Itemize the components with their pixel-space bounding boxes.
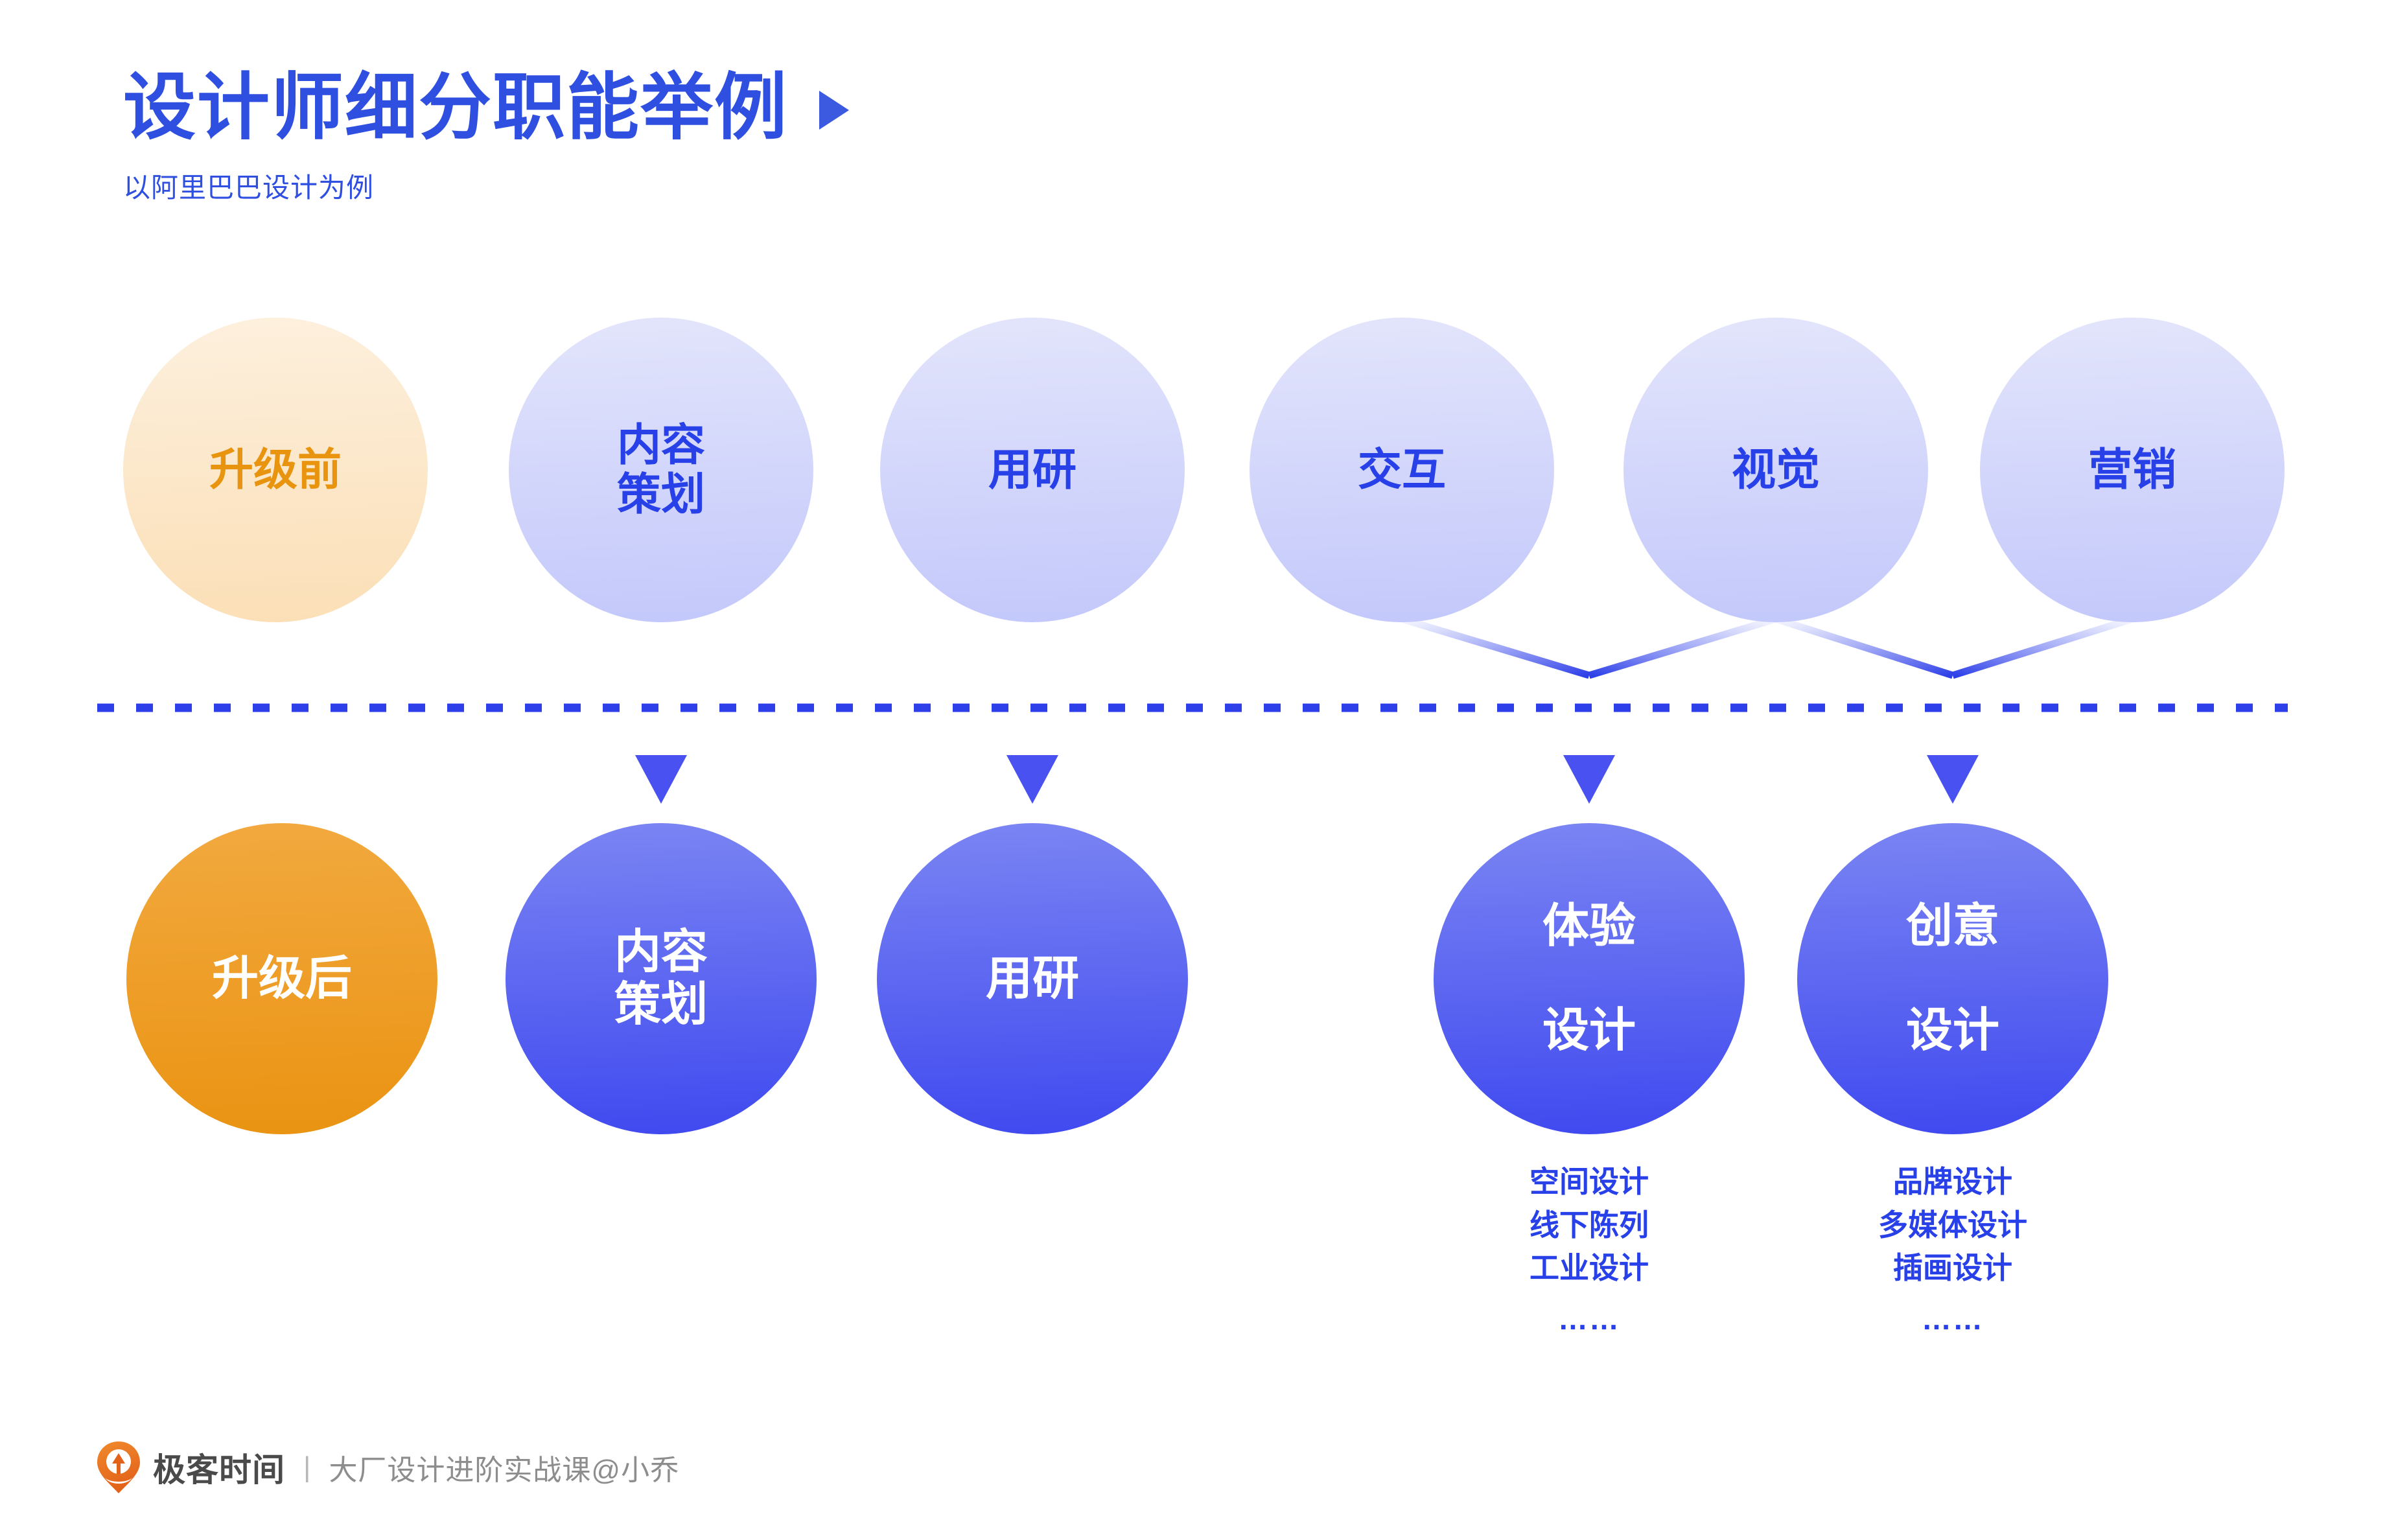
node-label-text: 创意 设计	[1905, 900, 1999, 1057]
node-before-user-research[interactable]: 用研	[880, 318, 1185, 622]
footer-separator: |	[303, 1451, 311, 1483]
node-label-text: 升级后	[211, 952, 352, 1005]
node-before-label[interactable]: 升级前	[123, 318, 428, 622]
node-before-interaction[interactable]: 交互	[1250, 318, 1554, 622]
node-label-text: 视觉	[1731, 445, 1820, 495]
node-label-text: 交互	[1357, 445, 1446, 495]
node-label-text: 用研	[985, 952, 1079, 1005]
footer-note: 大厂设计进阶实战课@小乔	[329, 1454, 680, 1486]
node-after-content-planning[interactable]: 内容 策划	[506, 823, 817, 1134]
node-label-text: 体验 设计	[1542, 900, 1636, 1057]
sublist-item: 多媒体设计	[1878, 1208, 2027, 1242]
node-after-experience-design[interactable]: 体验 设计	[1434, 823, 1745, 1134]
sublist-item: 插画设计	[1893, 1251, 2012, 1285]
footer: 极客时间 | 大厂设计进阶实战课@小乔	[96, 1440, 679, 1495]
node-after-creative-design[interactable]: 创意 设计	[1797, 823, 2108, 1134]
node-after-label[interactable]: 升级后	[126, 823, 437, 1134]
sublist-ellipsis: ……	[1558, 1302, 1620, 1336]
sublist-item: 线下陈列	[1530, 1208, 1649, 1242]
sublist-item: 工业设计	[1530, 1251, 1649, 1285]
connector-creative-design	[1774, 615, 2134, 804]
sublist-item: 空间设计	[1530, 1165, 1649, 1198]
page-title: 设计师细分职能举例	[123, 67, 788, 148]
node-before-content-planning[interactable]: 内容 策划	[509, 318, 813, 622]
node-label-text: 内容 策划	[616, 420, 705, 519]
connector-experience-design	[1401, 615, 1777, 804]
sublist-experience-design: 空间设计 线下陈列 工业设计 ……	[1437, 1160, 1741, 1341]
slide-header: 设计师细分职能举例 以阿里巴巴设计为例	[123, 71, 849, 205]
node-label-text: 内容 策划	[614, 926, 708, 1031]
sublist-ellipsis: ……	[1922, 1302, 1984, 1336]
page-subtitle: 以阿里巴巴设计为例	[123, 172, 375, 203]
play-triangle-icon	[819, 91, 849, 130]
node-label-text: 营销	[2088, 445, 2176, 495]
sublist-item: 品牌设计	[1893, 1165, 2012, 1198]
sublist-creative-design: 品牌设计 多媒体设计 插画设计 ……	[1800, 1160, 2105, 1341]
title-row: 设计师细分职能举例	[123, 71, 849, 144]
node-before-marketing[interactable]: 营销	[1980, 318, 2285, 622]
node-label-text: 用研	[988, 445, 1076, 495]
node-before-visual[interactable]: 视觉	[1623, 318, 1928, 622]
geekbang-pin-logo-icon	[96, 1440, 141, 1495]
connector-content-planning	[635, 619, 687, 804]
node-after-user-research[interactable]: 用研	[877, 823, 1188, 1134]
node-label-text: 升级前	[209, 445, 342, 495]
connector-user-research	[1006, 619, 1058, 804]
footer-brand: 极客时间	[153, 1452, 285, 1488]
